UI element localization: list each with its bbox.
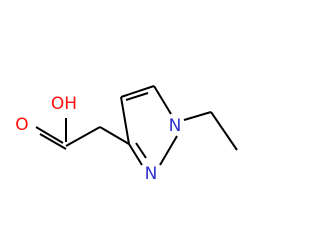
bond-carbonyl-ch2 <box>65 126 101 147</box>
atom-label-n-ethyl: N <box>169 116 182 136</box>
bond-c3-n2-double-b <box>135 142 147 159</box>
atom-label-n-ring: N <box>145 164 158 184</box>
atom-label-o-carbonyl: O <box>15 115 28 135</box>
bond-c3-n2-double-a <box>128 143 143 166</box>
bond-n1-ch2 <box>183 111 212 121</box>
bond-ch2-ch3 <box>210 111 238 151</box>
bond-n1-c5 <box>153 85 172 115</box>
bond-n2-n1 <box>159 135 178 166</box>
bond-c-o-double-b <box>39 133 67 150</box>
bond-c-o-double-a <box>35 126 64 144</box>
atom-label-oh: OH <box>51 94 77 114</box>
molecule-structure: OH O N N <box>15 85 238 184</box>
bond-ch2-ring <box>99 126 130 145</box>
bond-c5-c4-double-b <box>125 92 149 101</box>
bond-c5-c4-double-a <box>120 85 155 98</box>
bond-c4-c3 <box>120 96 130 145</box>
